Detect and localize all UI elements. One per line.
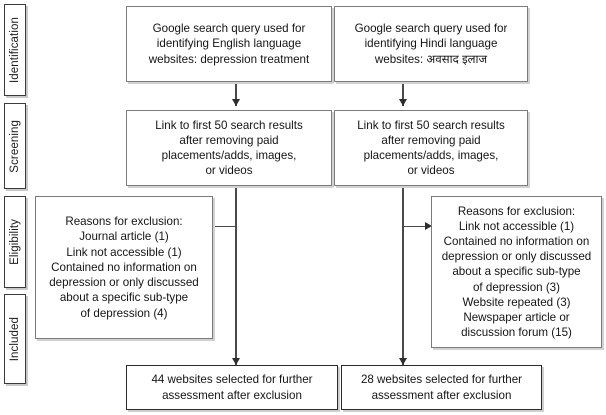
connector-english-screening-to-included [235,185,237,365]
stage-label-screening: Screening [4,103,26,189]
box-hindi-included: 28 websites selected for further assessm… [341,365,542,410]
box-hindi-exclusion: Reasons for exclusion: Link not accessib… [431,196,602,348]
connector-hindi-exclusion [403,225,426,227]
arrow-hindi-query-to-screening [398,99,407,106]
box-english-query-text: Google search query used for identifying… [148,22,310,66]
connector-hindi-query-to-screening [402,81,404,106]
stage-label-eligibility-text: Eligibility [9,219,21,265]
arrow-hindi-screening-to-included [398,358,407,365]
arrow-english-screening-to-included [231,358,240,365]
arrow-english-query-to-screening [231,99,240,106]
connector-hindi-screening-to-included [402,185,404,365]
stage-label-screening-text: Screening [9,119,21,173]
box-english-included-text: 44 websites selected for further assessm… [151,373,313,402]
stage-label-eligibility: Eligibility [4,196,26,288]
box-hindi-query-text: Google search query used for identifying… [354,22,508,66]
connector-english-query-to-screening [235,81,237,106]
stage-label-included: Included [4,294,26,384]
box-hindi-screening-text: Link to first 50 search results after re… [357,118,505,178]
arrow-hindi-exclusion [425,221,432,230]
box-hindi-screening: Link to first 50 search results after re… [334,110,528,186]
box-english-query: Google search query used for identifying… [126,6,332,82]
box-english-included: 44 websites selected for further assessm… [126,365,338,410]
stage-label-identification: Identification [4,4,26,96]
box-english-screening-text: Link to first 50 search results after re… [155,118,303,178]
box-hindi-exclusion-text: Reasons for exclusion: Link not accessib… [441,204,592,340]
box-english-exclusion: Reasons for exclusion: Journal article (… [35,196,213,339]
stage-label-included-text: Included [9,316,21,362]
box-hindi-included-text: 28 websites selected for further assessm… [360,373,523,402]
box-hindi-query: Google search query used for identifying… [334,6,528,82]
stage-label-identification-text: Identification [9,17,21,83]
connector-english-exclusion [213,225,237,227]
box-english-screening: Link to first 50 search results after re… [126,110,332,186]
box-english-exclusion-text: Reasons for exclusion: Journal article (… [49,215,199,320]
